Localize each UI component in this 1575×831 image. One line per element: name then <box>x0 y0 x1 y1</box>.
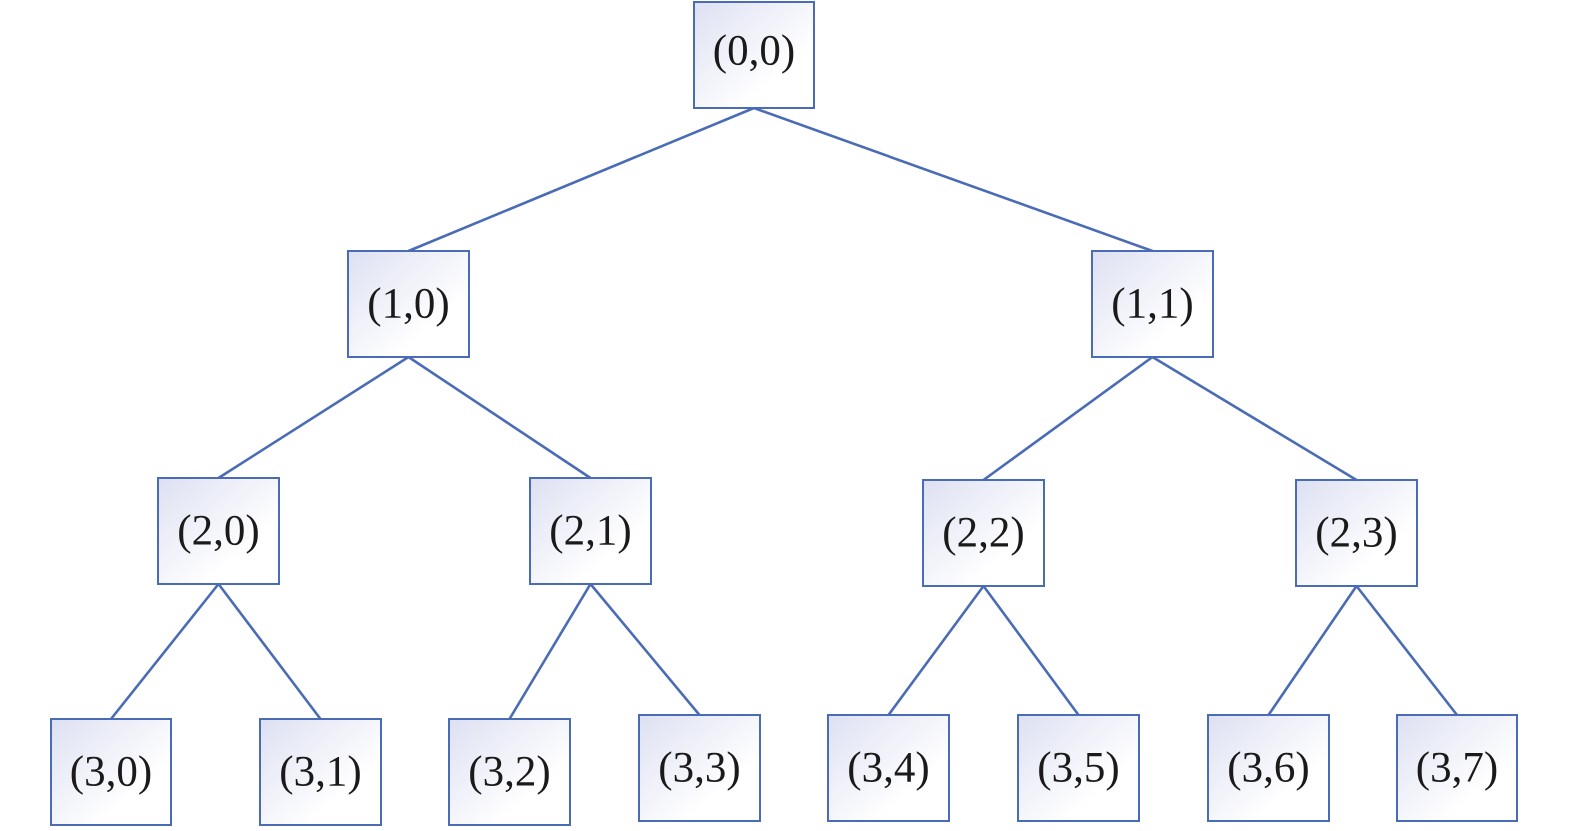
edge-0-0-to-1-0 <box>408 106 755 253</box>
tree-node-3-0: (3,0) <box>50 718 172 826</box>
edge-0-0-to-1-1 <box>753 106 1153 253</box>
tree-node-2-2: (2,2) <box>922 479 1045 587</box>
node-box-2-1 <box>529 477 652 585</box>
edge-2-0-to-3-1 <box>217 583 322 720</box>
node-box-3-7 <box>1396 714 1518 822</box>
node-box-3-6 <box>1207 714 1330 822</box>
edge-2-1-to-3-2 <box>508 583 592 720</box>
node-label-3-6: (3,6) <box>1227 745 1309 792</box>
node-box-3-5 <box>1017 714 1140 822</box>
tree-node-3-5: (3,5) <box>1017 714 1140 822</box>
tree-node-1-0: (1,0) <box>347 250 470 358</box>
edge-2-2-to-3-4 <box>887 585 985 716</box>
tree-node-3-6: (3,6) <box>1207 714 1330 822</box>
node-label-2-1: (2,1) <box>549 508 631 555</box>
node-label-3-0: (3,0) <box>70 749 152 796</box>
node-box-1-0 <box>347 250 470 358</box>
edge-2-3-to-3-7 <box>1355 585 1459 716</box>
tree-node-2-3: (2,3) <box>1295 479 1418 587</box>
node-box-3-4 <box>827 714 950 822</box>
node-box-3-2 <box>448 718 571 826</box>
node-box-3-3 <box>638 714 761 822</box>
node-label-3-4: (3,4) <box>847 745 929 792</box>
edge-1-1-to-2-2 <box>982 355 1154 482</box>
node-label-2-0: (2,0) <box>177 508 259 555</box>
tree-node-1-1: (1,1) <box>1091 250 1214 358</box>
node-box-2-2 <box>922 479 1045 587</box>
node-box-2-3 <box>1295 479 1418 587</box>
node-box-3-0 <box>50 718 172 826</box>
node-box-2-0 <box>157 477 280 585</box>
tree-node-3-7: (3,7) <box>1396 714 1518 822</box>
tree-node-3-3: (3,3) <box>638 714 761 822</box>
tree-node-3-2: (3,2) <box>448 718 571 826</box>
node-label-3-1: (3,1) <box>279 749 361 796</box>
edges-layer <box>109 106 1459 720</box>
tree-node-0-0: (0,0) <box>693 1 815 109</box>
tree-node-3-4: (3,4) <box>827 714 950 822</box>
node-box-3-1 <box>259 718 382 826</box>
node-label-1-0: (1,0) <box>367 281 449 328</box>
node-label-1-1: (1,1) <box>1111 281 1193 328</box>
nodes-layer: (0,0) (1,0) (1,1) (2,0) (2,1) (2,2) (2,3) (3,0)… <box>50 1 1518 826</box>
node-label-3-3: (3,3) <box>658 745 740 792</box>
edge-1-1-to-2-3 <box>1151 355 1358 482</box>
edge-2-2-to-3-5 <box>982 585 1080 716</box>
edge-1-0-to-2-0 <box>217 355 410 480</box>
node-label-2-3: (2,3) <box>1315 510 1397 557</box>
edge-2-3-to-3-6 <box>1267 585 1358 716</box>
node-label-2-2: (2,2) <box>942 510 1024 557</box>
tree-node-3-1: (3,1) <box>259 718 382 826</box>
node-box-1-1 <box>1091 250 1214 358</box>
node-label-3-5: (3,5) <box>1037 745 1119 792</box>
tree-node-2-1: (2,1) <box>529 477 652 585</box>
node-box-0-0 <box>693 1 815 109</box>
node-label-3-7: (3,7) <box>1416 745 1498 792</box>
node-label-0-0: (0,0) <box>713 28 795 75</box>
tree-node-2-0: (2,0) <box>157 477 280 585</box>
edge-2-1-to-3-3 <box>589 583 701 716</box>
edge-2-0-to-3-0 <box>109 583 220 720</box>
edge-1-0-to-2-1 <box>407 355 592 480</box>
node-label-3-2: (3,2) <box>468 749 550 796</box>
